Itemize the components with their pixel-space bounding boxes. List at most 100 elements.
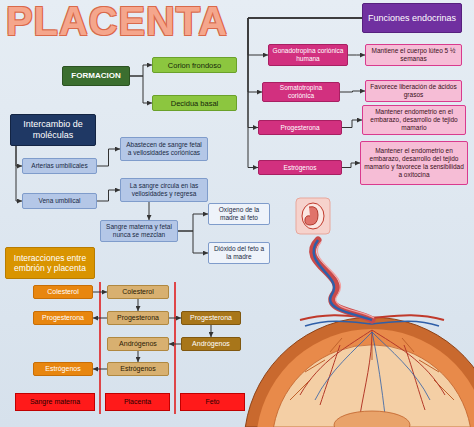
placental-septa: [290, 338, 454, 400]
node-text: Sangre materna: [30, 398, 80, 406]
node-text: Colesterol: [122, 288, 154, 296]
process-box: Arterias umbilicales: [22, 158, 97, 174]
connector: [138, 351, 139, 362]
connector: [178, 231, 208, 253]
embryo-icon: [296, 198, 330, 234]
node-text: Estrógenos: [284, 164, 317, 172]
node-text: Progesterona: [280, 124, 319, 132]
node-text: Placenta: [124, 398, 151, 406]
molecule-box: Progesterona: [107, 311, 169, 325]
node-text: Corion frondoso: [168, 61, 221, 70]
placenta-illustration: [245, 315, 474, 427]
connector: [169, 318, 181, 319]
node-text: Abastecen de sangre fetal a vellosidades…: [124, 141, 204, 157]
process-box: Abastecen de sangre fetal a vellosidades…: [120, 137, 208, 161]
umbilical-vein: [314, 240, 372, 320]
connector: [97, 149, 120, 166]
heading-box: Funciones endocrinas: [362, 3, 462, 33]
node-text: Mantener endometrio en el embarazo, desa…: [366, 108, 462, 131]
node-text: Progesterona: [190, 314, 232, 322]
node-text: Dióxido del feto a la madre: [212, 245, 266, 261]
column-divider: [99, 282, 101, 414]
heading-box: FORMACION: [62, 66, 130, 86]
connector: [248, 18, 362, 92]
molecule-box: Colesterol: [107, 285, 169, 299]
node-text: Sangre materna y fetal nunca se mezclan: [104, 223, 174, 239]
node-text: Colesterol: [47, 288, 79, 296]
node-text: Gonadotropina coriónica humana: [272, 47, 344, 63]
connector: [248, 18, 362, 168]
villus-vein: [315, 332, 430, 415]
heading-box: Interacciones entre embrión y placenta: [5, 247, 95, 279]
septum: [290, 380, 310, 400]
connector: [211, 325, 212, 337]
connector: [97, 190, 120, 201]
process-box: Decidua basal: [152, 95, 237, 111]
connector: [348, 55, 365, 56]
node-text: Feto: [205, 398, 219, 406]
molecule-box: Andrógenos: [107, 337, 169, 351]
node-text: Favorece liberación de ácidos grasos: [369, 83, 458, 99]
villi-veins: [315, 332, 430, 415]
node-text: Andrógenos: [192, 340, 230, 348]
column-label: Feto: [180, 393, 245, 411]
connector: [248, 18, 362, 128]
node-text: Oxígeno de la madre al feto: [212, 206, 266, 222]
villi: [300, 330, 445, 415]
septum: [402, 338, 414, 352]
node-text: Estrógenos: [120, 365, 155, 373]
connector: [149, 202, 150, 220]
node-text: Funciones endocrinas: [368, 13, 456, 24]
umbilical-cord: [312, 240, 374, 320]
node-text: Andrógenos: [119, 340, 157, 348]
connector: [342, 163, 360, 168]
septum: [330, 338, 342, 352]
embryo-figure: [305, 207, 318, 225]
hormone-box: Gonadotropina coriónica humana: [268, 44, 348, 66]
title: PLACENTA: [6, 0, 228, 44]
hormone-box: Somatotropina coriónica: [262, 82, 340, 102]
node-text: Progesterona: [117, 314, 159, 322]
node-text: Mantener el endometrio en embarazo, desa…: [364, 147, 464, 178]
node-text: Decidua basal: [171, 99, 219, 108]
connector: [93, 292, 107, 293]
node-text: Arterias umbilicales: [31, 162, 87, 170]
molecule-box: Progesterona: [33, 311, 93, 325]
process-box: Vena umbilical: [22, 193, 97, 209]
icon-frame: [296, 198, 330, 234]
connector: [340, 91, 365, 92]
molecule-box: Estrógenos: [107, 362, 169, 376]
connector: [130, 76, 152, 103]
connector: [93, 369, 107, 370]
molecule-box: Progesterona: [181, 311, 241, 325]
molecule-box: Colesterol: [33, 285, 93, 299]
connector: [178, 214, 208, 231]
villus-tree: [300, 330, 445, 415]
connector: [138, 299, 139, 311]
hormone-box: Estrógenos: [258, 160, 342, 175]
process-box: Corion frondoso: [152, 57, 237, 73]
column-divider: [174, 282, 176, 414]
function-box: Favorece liberación de ácidos grasos: [365, 80, 462, 102]
molecule-box: Andrógenos: [181, 337, 241, 351]
connector: [169, 344, 181, 345]
column-label: Sangre materna: [15, 393, 95, 411]
node-text: La sangre circula en las vellosidades y …: [124, 182, 204, 198]
cord-sheath: [312, 240, 372, 320]
note-box: Oxígeno de la madre al feto: [208, 203, 270, 225]
hormone-box: Progesterona: [258, 120, 342, 135]
node-text: Estrógenos: [45, 365, 80, 373]
node-text: Somatotropina coriónica: [266, 84, 336, 100]
function-box: Mantener endometrio en el embarazo, desa…: [362, 105, 466, 135]
process-box: La sangre circula en las vellosidades y …: [120, 178, 208, 202]
node-text: Progesterona: [42, 314, 84, 322]
function-box: Mantener el endometrio en embarazo, desa…: [360, 141, 468, 185]
column-label: Placenta: [105, 393, 170, 411]
node-text: Interacciones entre embrión y placenta: [9, 253, 91, 273]
connector: [93, 318, 107, 319]
uterine-wall: [245, 317, 474, 427]
connector: [342, 120, 362, 128]
node-text: Intercambio de moléculas: [14, 119, 92, 141]
